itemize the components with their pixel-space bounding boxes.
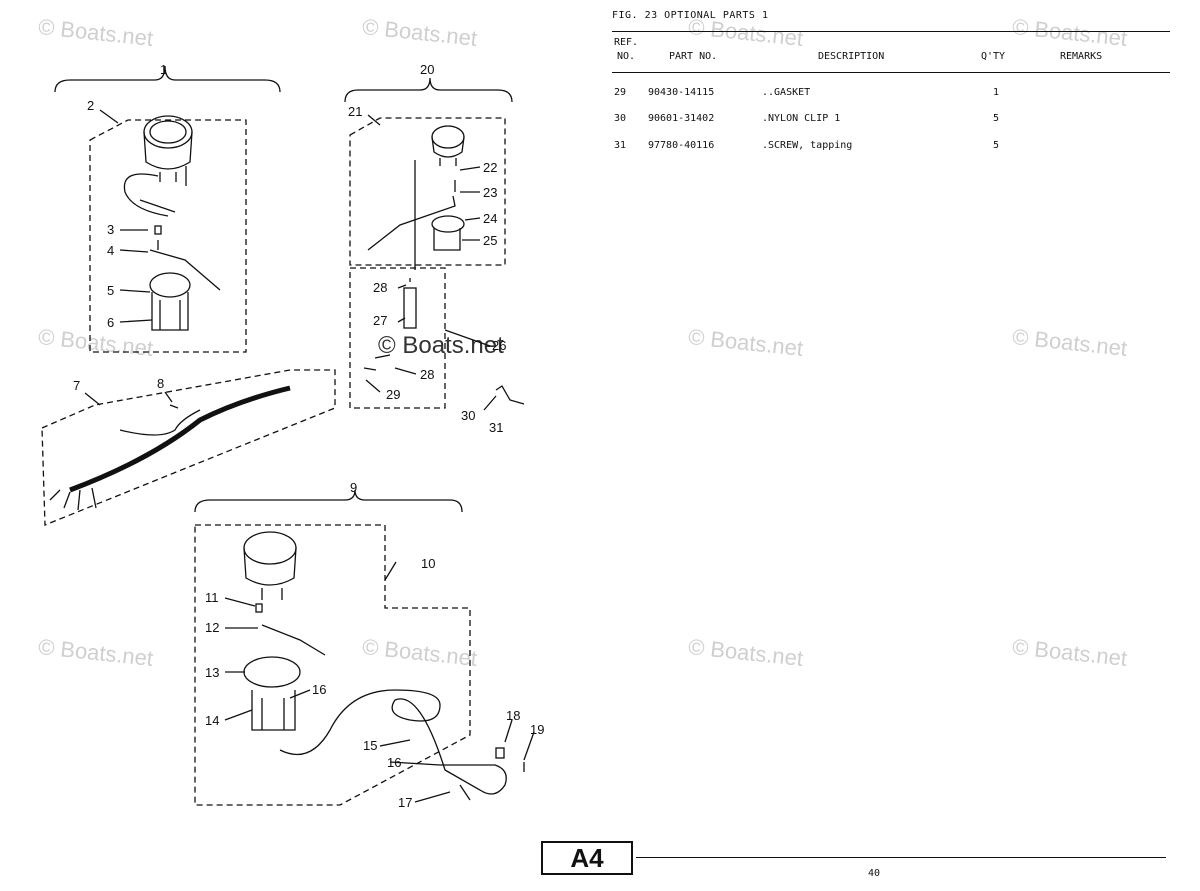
header-rule-top	[612, 31, 1170, 32]
callout: 2	[87, 98, 94, 113]
table-row: 31 97780-40116 .SCREW, tapping 5	[612, 140, 1172, 156]
callout: 18	[506, 708, 520, 723]
callout: 21	[348, 104, 362, 119]
header-no: NO.	[617, 51, 636, 62]
callout: 22	[483, 160, 497, 175]
qty-cell: 1	[993, 87, 1000, 98]
callout: 24	[483, 211, 497, 226]
callout: 25	[483, 233, 497, 248]
qty-cell: 5	[993, 113, 1000, 124]
header-description: DESCRIPTION	[818, 51, 885, 62]
callout: 16	[312, 682, 326, 697]
callout: 7	[73, 378, 80, 393]
callout: 28	[420, 367, 434, 382]
callout: 28	[373, 280, 387, 295]
table-row: 30 90601-31402 .NYLON CLIP 1 5	[612, 113, 1172, 129]
callout: 5	[107, 283, 114, 298]
ref-cell: 31	[614, 140, 627, 151]
header-part-no: PART NO.	[669, 51, 718, 62]
description-cell: .NYLON CLIP 1	[762, 113, 841, 124]
header-ref: REF.	[614, 37, 639, 48]
callout: 3	[107, 222, 114, 237]
callout: 30	[461, 408, 475, 423]
callout: 4	[107, 243, 114, 258]
section-label: A4	[541, 841, 633, 875]
callout: 12	[205, 620, 219, 635]
watermark: © Boats.net	[1011, 14, 1129, 51]
callout: 14	[205, 713, 219, 728]
ref-cell: 29	[614, 87, 627, 98]
watermark: © Boats.net	[687, 324, 805, 361]
description-cell: ..GASKET	[762, 87, 811, 98]
callout: 19	[530, 722, 544, 737]
footer-rule	[636, 857, 1166, 858]
part-no-cell: 90430-14115	[648, 87, 715, 98]
callout: 23	[483, 185, 497, 200]
callout: 15	[363, 738, 377, 753]
header-qty: Q'TY	[981, 51, 1006, 62]
callout: 11	[205, 590, 219, 605]
callout: 16	[387, 755, 401, 770]
callout: 20	[420, 62, 434, 77]
table-row: 29 90430-14115 ..GASKET 1	[612, 87, 1172, 103]
part-no-cell: 90601-31402	[648, 113, 715, 124]
callout: 10	[421, 556, 435, 571]
watermark: © Boats.net	[687, 634, 805, 671]
callout: 1	[160, 62, 167, 77]
watermark: © Boats.net	[1011, 324, 1129, 361]
callout: 8	[157, 376, 164, 391]
figure-title: FIG. 23 OPTIONAL PARTS 1	[612, 10, 769, 21]
callout: 13	[205, 665, 219, 680]
callout: 17	[398, 795, 412, 810]
callout: 31	[489, 420, 503, 435]
watermark: © Boats.net	[1011, 634, 1129, 671]
watermark-center: © Boats.net	[378, 332, 504, 359]
description-cell: .SCREW, tapping	[762, 140, 853, 151]
part-no-cell: 97780-40116	[648, 140, 715, 151]
qty-cell: 5	[993, 140, 1000, 151]
ref-cell: 30	[614, 113, 627, 124]
callout: 27	[373, 313, 387, 328]
callout: 9	[350, 480, 357, 495]
header-remarks: REMARKS	[1060, 51, 1103, 62]
callout: 29	[386, 387, 400, 402]
callout: 6	[107, 315, 114, 330]
page-number: 40	[868, 868, 881, 879]
header-rule-bottom	[612, 72, 1170, 73]
callout: 26	[492, 338, 506, 353]
exploded-parts-diagram: 1 2 3 4 5 6 7 8 20 21 22 23 24 25 26 27 …	[41, 62, 544, 810]
